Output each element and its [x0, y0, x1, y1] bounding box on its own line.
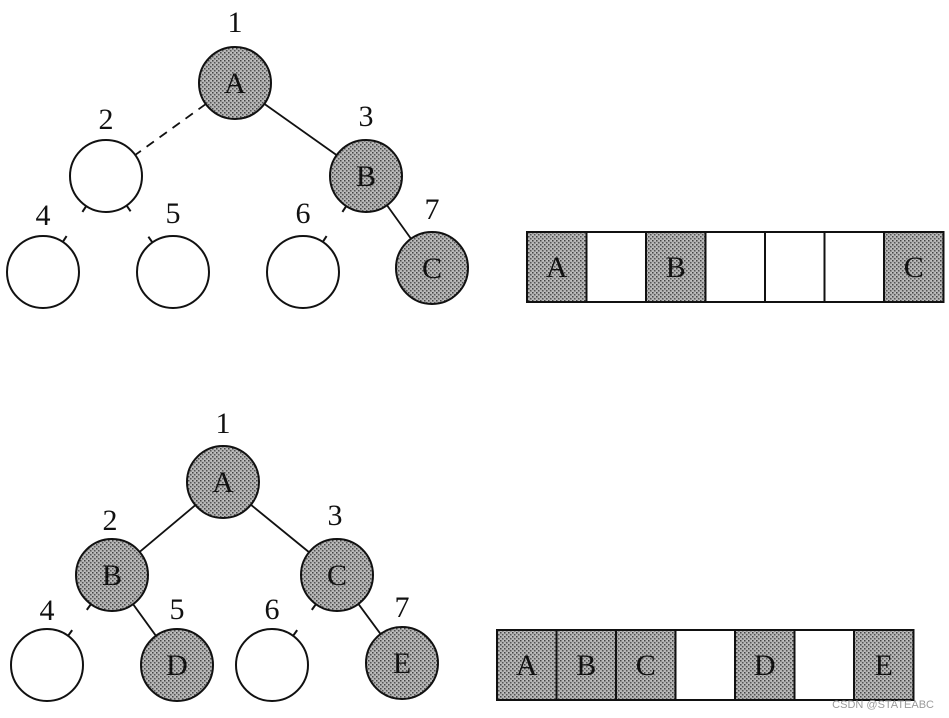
- edge-stub-to-node-4: [86, 603, 92, 611]
- tree-node-index-7: 7: [395, 591, 410, 624]
- edge-stub-to-node-6: [292, 629, 298, 637]
- edge-to-node-3: [250, 504, 310, 553]
- array-cell-label-7: E: [875, 649, 893, 682]
- edge-stub-to-node-6: [321, 235, 328, 243]
- array-cell-label-1: A: [546, 251, 568, 284]
- array-cell-2: [585, 231, 647, 303]
- edge-to-node-7: [386, 204, 412, 240]
- tree-node-4: [10, 628, 84, 702]
- tree-node-index-7: 7: [425, 193, 440, 226]
- array-cell-label-1: A: [516, 649, 538, 682]
- tree-node-5: [140, 628, 214, 702]
- tree-node-index-2: 2: [99, 103, 114, 136]
- tree-node-index-3: 3: [328, 499, 343, 532]
- edge-stub-to-node-4: [81, 205, 88, 213]
- tree-node-label-7: E: [393, 647, 411, 680]
- array-cell-6: [823, 231, 885, 303]
- tree-node-index-2: 2: [103, 504, 118, 537]
- tree-node-4: [6, 235, 80, 309]
- array-cell-3: [645, 231, 707, 303]
- array-cell-label-2: B: [576, 649, 596, 682]
- tree-node-index-4: 4: [40, 594, 55, 627]
- tree-node-index-6: 6: [296, 197, 311, 230]
- tree-node-index-3: 3: [359, 100, 374, 133]
- edge-dashed-to-node-2: [134, 103, 207, 156]
- edge-stub-to-node-6: [341, 205, 348, 213]
- array-cell-6: [793, 629, 855, 701]
- tree-node-index-1: 1: [228, 6, 243, 39]
- tree-node-3: [329, 139, 403, 213]
- tree-node-index-1: 1: [216, 407, 231, 440]
- edge-stub-to-node-5: [125, 204, 132, 212]
- array-cell-label-3: B: [666, 251, 686, 284]
- tree-node-index-6: 6: [265, 593, 280, 626]
- array-cell-7: [883, 231, 945, 303]
- tree-node-index-5: 5: [170, 593, 185, 626]
- tree-node-label-3: B: [356, 160, 376, 193]
- array-cell-3: [615, 629, 677, 701]
- tree-node-7: [365, 626, 439, 700]
- edge-stub-to-node-4: [67, 629, 73, 637]
- tree-node-label-7: C: [422, 252, 442, 285]
- tree-node-label-3: C: [327, 559, 347, 592]
- tree-node-6: [266, 235, 340, 309]
- edge-to-node-2: [139, 504, 196, 553]
- tree-node-2: [69, 139, 143, 213]
- tree-node-2: [75, 538, 149, 612]
- tree-node-index-4: 4: [36, 199, 51, 232]
- tree-node-index-5: 5: [166, 197, 181, 230]
- tree-node-label-2: B: [102, 559, 122, 592]
- array-cell-label-7: C: [904, 251, 924, 284]
- edge-stub-to-node-6: [311, 603, 317, 611]
- tree-node-3: [300, 538, 374, 612]
- edge-stub-to-node-5: [147, 236, 154, 244]
- array-cell-5: [764, 231, 826, 303]
- edge-stub-to-node-4: [61, 235, 68, 243]
- array-cell-4: [704, 231, 766, 303]
- edge-to-node-3: [263, 103, 338, 156]
- watermark: CSDN @STATEABC: [832, 699, 934, 711]
- tree-node-7: [395, 231, 469, 305]
- array-cell-label-5: D: [754, 649, 776, 682]
- edge-to-node-5: [132, 603, 157, 637]
- tree-node-label-1: A: [212, 466, 234, 499]
- array-cell-4: [674, 629, 736, 701]
- tree-node-label-1: A: [224, 67, 246, 100]
- array-cell-7: [853, 629, 915, 701]
- tree-node-6: [235, 628, 309, 702]
- tree-node-1: [186, 445, 260, 519]
- tree-node-label-5: D: [166, 649, 188, 682]
- array-cell-1: [496, 629, 558, 701]
- tree-node-1: [198, 46, 272, 120]
- edge-to-node-7: [357, 603, 382, 635]
- tree-node-5: [136, 235, 210, 309]
- array-cell-label-3: C: [636, 649, 656, 682]
